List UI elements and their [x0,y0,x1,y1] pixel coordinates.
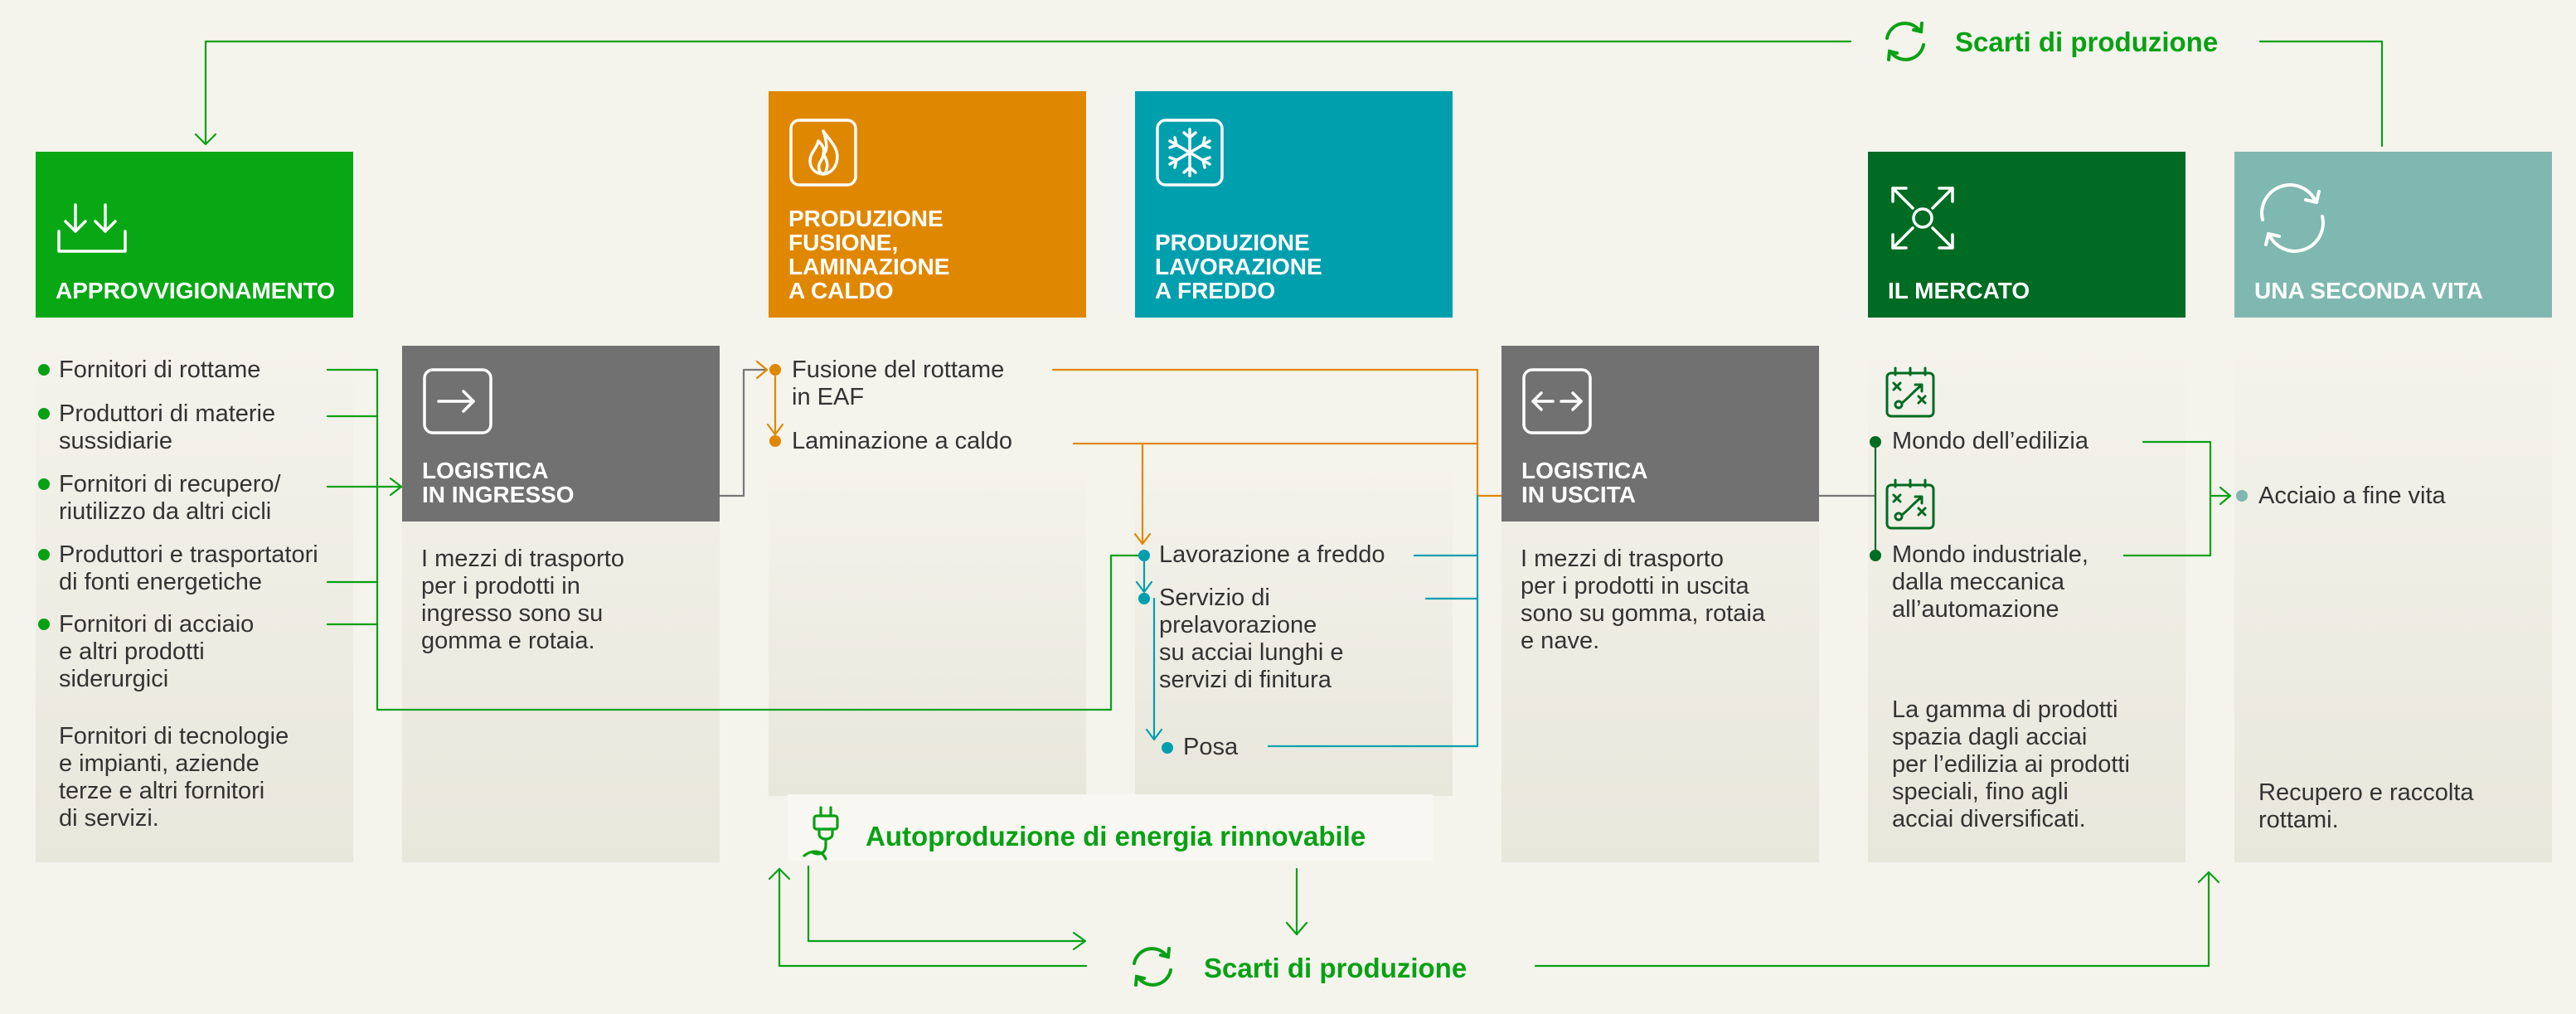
approvvigionamento-column [36,340,353,862]
list-item: Posa [1183,734,1239,760]
download-tray-icon [57,203,127,253]
list-item: Lavorazione a freddo [1159,541,1385,568]
phase-seconda-vita: UNA SECONDA VITA [2234,152,2552,318]
chart-board-icon [1885,366,1935,418]
expand-icon [1891,187,1954,250]
list-item: Servizio di prelavorazione su acciai lun… [1159,585,1344,693]
seconda-vita-column [2234,340,2552,862]
flame-icon [789,119,857,187]
energy-box [788,794,1433,861]
logistica-ingresso-description: I mezzi di trasporto per i prodotti in i… [421,546,624,654]
approvvigionamento-note: Fornitori di tecnologie e impianti, azie… [59,723,289,832]
list-item: Fornitori di rottame [59,357,261,383]
seconda-vita-description: Recupero e raccolta rottami. [2258,779,2474,833]
phase-logistica-ingresso: LOGISTICA IN INGRESSO [402,346,720,522]
list-item: Fornitori di acciaio e altri prodotti si… [59,611,255,692]
phase-title: PRODUZIONE LAVORAZIONE A FREDDO [1155,230,1322,303]
bottom-scarti-label: Scarti di produzione [1204,953,1467,983]
phase-title: PRODUZIONE FUSIONE, LAMINAZIONE A CALDO [788,206,950,303]
list-item: Produttori di materie sussidiarie [59,400,276,454]
list-item: Mondo dell’edilizia [1892,428,2088,454]
plug-icon [803,806,839,861]
cycle-icon [2260,183,2325,253]
phase-logistica-uscita: LOGISTICA IN USCITA [1501,346,1819,522]
produzione-freddo-column [1135,464,1453,796]
list-item: Fornitori di recupero/ riutilizzo da alt… [59,471,281,525]
mercato-description: La gamma di prodotti spazia dagli acciai… [1892,696,2130,832]
mercato-column [1868,340,2185,862]
logistica-uscita-description: I mezzi di trasporto per i prodotti in u… [1521,546,1765,654]
phase-approvvigionamento: APPROVVIGIONAMENTO [36,152,353,318]
phase-title: LOGISTICA IN USCITA [1521,458,1648,507]
recycle-icon [1133,947,1172,987]
energy-label: Autoproduzione di energia rinnovabile [866,821,1366,851]
snowflake-icon [1156,119,1224,187]
list-item: Fusione del rottame in EAF [792,357,1005,410]
list-item: Laminazione a caldo [792,428,1013,454]
list-item: Produttori e trasportatori di fonti ener… [59,541,318,595]
phase-produzione-freddo: PRODUZIONE LAVORAZIONE A FREDDO [1135,91,1453,318]
arrow-in-icon [423,368,492,434]
phase-title: UNA SECONDA VITA [2254,278,2483,303]
top-scarti-label: Scarti di produzione [1955,27,2219,57]
phase-title: LOGISTICA IN INGRESSO [422,458,575,507]
phase-title: IL MERCATO [1888,278,2030,303]
arrows-both-icon [1522,368,1592,434]
produzione-caldo-column [769,464,1086,796]
list-item: Mondo industriale, dalla meccanica all’a… [1892,541,2088,623]
list-item: Acciaio a fine vita [2258,483,2446,509]
phase-mercato: IL MERCATO [1868,152,2185,318]
phase-produzione-caldo: PRODUZIONE FUSIONE, LAMINAZIONE A CALDO [769,91,1086,318]
recycle-icon [1885,22,1925,61]
phase-title: APPROVVIGIONAMENTO [56,278,336,303]
chart-board-icon [1885,478,1935,530]
